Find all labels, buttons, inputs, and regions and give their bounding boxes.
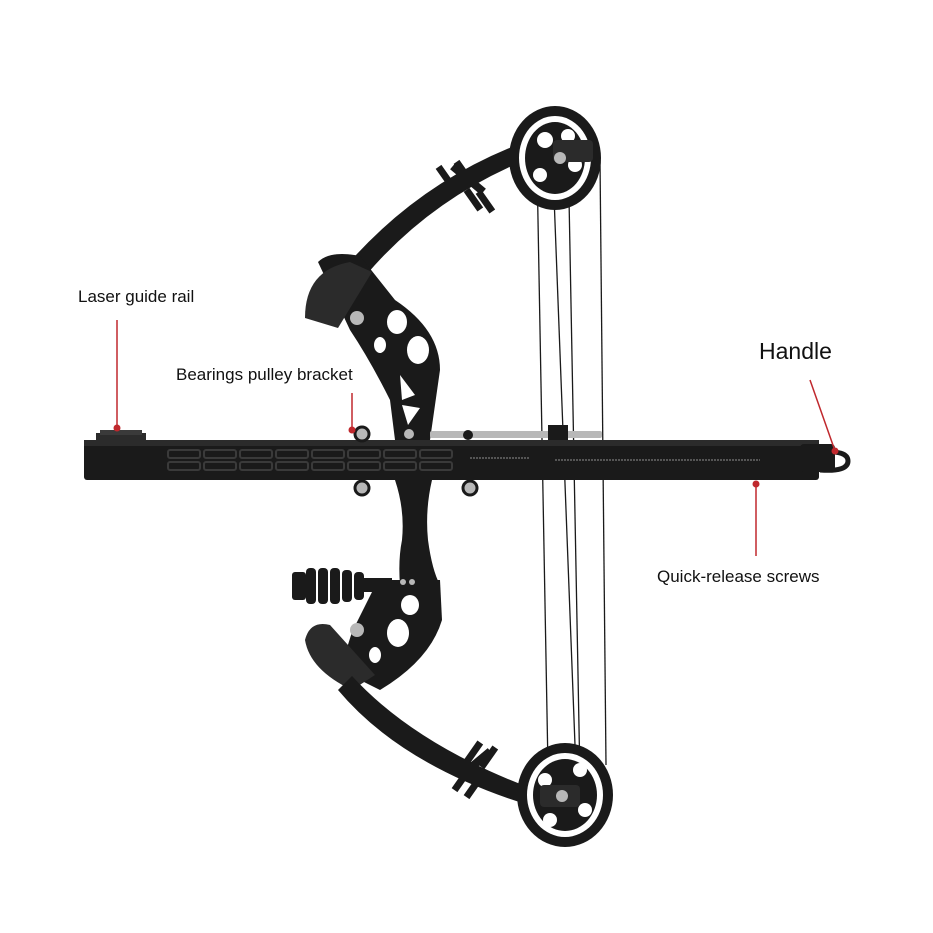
laser-guide-rail [96,430,146,443]
callout-handle [809,379,839,455]
riser-screw-lower-a [400,579,406,585]
grip [395,480,440,585]
callout-bearings-pulley-bracket [348,393,356,434]
upper-limb-pocket [305,262,372,328]
lower-cam [517,743,613,847]
riser-screw-upper [404,429,414,439]
pulley-bearings [353,425,479,497]
riser-screw-lower-b [409,579,415,585]
upper-cam [509,106,601,210]
limb-bolt-lower [350,623,364,637]
label-quick-release-screws: Quick-release screws [657,567,820,586]
label-laser-guide-rail: Laser guide rail [78,287,195,306]
callout-quick-release-screws [752,480,760,556]
lower-limb-damper [451,740,499,800]
barrel-rail [84,440,835,480]
label-handle: Handle [759,338,832,364]
upper-limb-damper [435,159,496,214]
barrel-slots [167,449,453,471]
lower-limb-pocket [305,624,375,690]
limb-bolt-upper [350,311,364,325]
callout-laser-guide-rail [113,320,121,432]
riser-cutouts [374,310,429,425]
lower-limb [338,676,550,810]
riser-lower-cutouts [369,595,419,663]
label-bearings-pulley-bracket: Bearings pulley bracket [176,365,353,384]
